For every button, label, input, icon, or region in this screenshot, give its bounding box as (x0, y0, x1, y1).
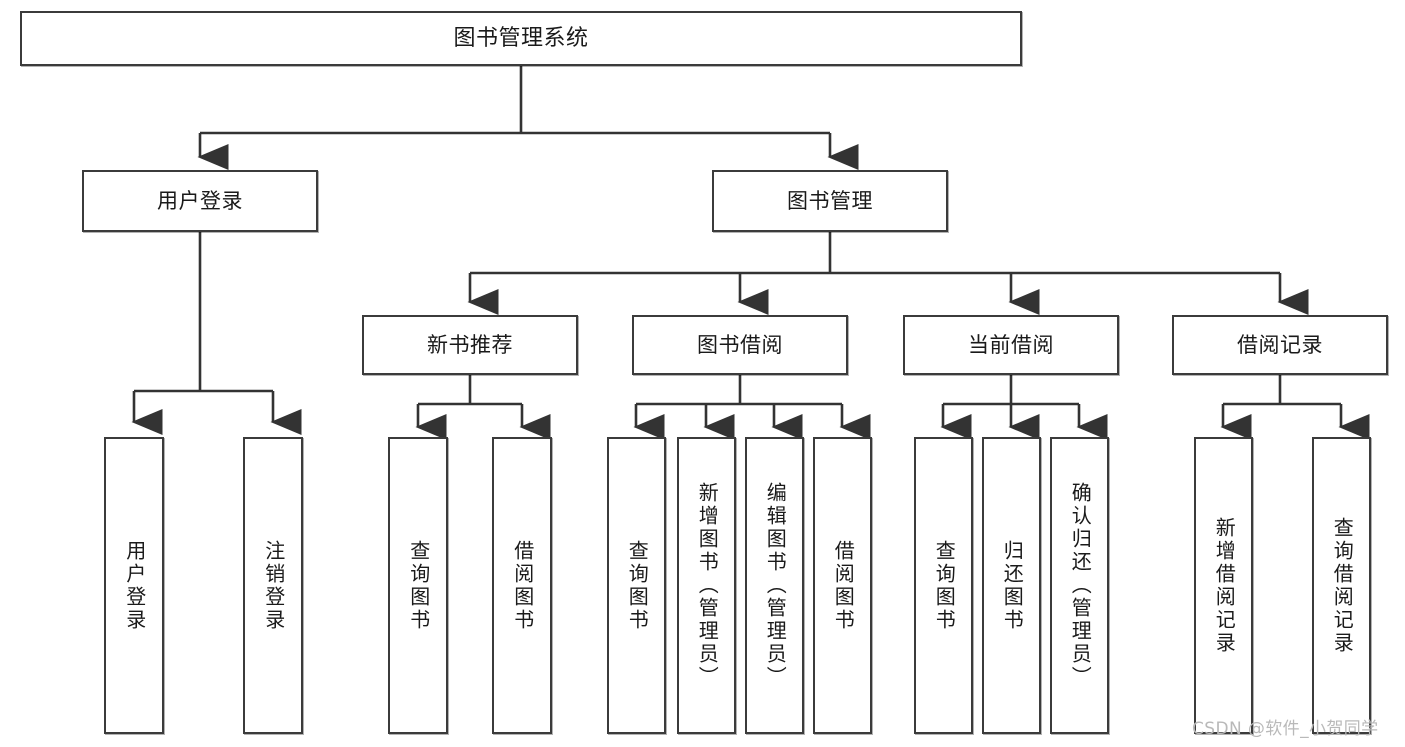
node-label: 新书推荐 (427, 332, 513, 357)
node-leaf-edit-book-admin[interactable]: 编辑图书（管理员） (745, 437, 804, 734)
node-leaf-confirm-return-admin[interactable]: 确认归还（管理员） (1050, 437, 1109, 734)
csdn-watermark: CSDN @软件_小贺同学 (1192, 719, 1379, 739)
node-leaf-query-borrow-record[interactable]: 查询借阅记录 (1312, 437, 1371, 734)
node-label: 借阅图书 (510, 539, 535, 632)
node-label: 编辑图书（管理员） (763, 482, 788, 689)
node-leaf-query-book-borrow[interactable]: 查询图书 (607, 437, 666, 734)
node-label: 图书借阅 (697, 332, 783, 357)
node-label: 新增图书（管理员） (695, 482, 720, 689)
node-label: 查询借阅记录 (1330, 516, 1355, 655)
node-leaf-borrow-book[interactable]: 借阅图书 (813, 437, 872, 734)
node-root-system[interactable]: 图书管理系统 (20, 11, 1022, 66)
node-label: 查询图书 (406, 539, 431, 632)
node-label: 注销登录 (261, 539, 286, 632)
node-current-borrow[interactable]: 当前借阅 (903, 315, 1119, 375)
node-leaf-add-book-admin[interactable]: 新增图书（管理员） (677, 437, 736, 734)
node-new-book-recommend[interactable]: 新书推荐 (362, 315, 578, 375)
node-leaf-add-borrow-record[interactable]: 新增借阅记录 (1194, 437, 1253, 734)
node-label: 查询图书 (932, 539, 957, 632)
node-label: 新增借阅记录 (1212, 516, 1237, 655)
node-leaf-borrow-book-new[interactable]: 借阅图书 (492, 437, 552, 734)
node-leaf-query-book-current[interactable]: 查询图书 (914, 437, 973, 734)
node-leaf-return-book[interactable]: 归还图书 (982, 437, 1041, 734)
node-label: 图书管理 (787, 188, 873, 213)
node-label: 确认归还（管理员） (1068, 482, 1093, 689)
node-leaf-query-book-new[interactable]: 查询图书 (388, 437, 448, 734)
node-label: 借阅记录 (1237, 332, 1323, 357)
node-user-login[interactable]: 用户登录 (82, 170, 318, 232)
node-label: 查询图书 (625, 539, 650, 632)
node-leaf-logout[interactable]: 注销登录 (243, 437, 303, 734)
node-label: 归还图书 (1000, 539, 1025, 632)
node-label: 用户登录 (157, 188, 243, 213)
node-label: 借阅图书 (831, 539, 856, 632)
node-book-management[interactable]: 图书管理 (712, 170, 948, 232)
node-leaf-user-login[interactable]: 用户登录 (104, 437, 164, 734)
node-borrow-record[interactable]: 借阅记录 (1172, 315, 1388, 375)
node-book-borrow[interactable]: 图书借阅 (632, 315, 848, 375)
node-label: 用户登录 (122, 539, 147, 632)
node-label: 当前借阅 (968, 332, 1054, 357)
node-label: 图书管理系统 (453, 25, 589, 51)
